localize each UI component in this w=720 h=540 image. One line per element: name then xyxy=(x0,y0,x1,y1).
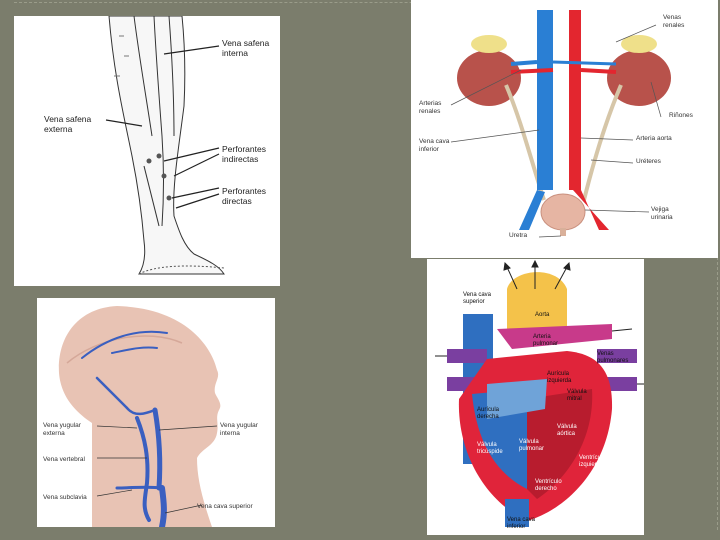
label-arteria-pulmonar: Arteria pulmonar xyxy=(533,334,559,347)
label-vena-cava-inferior: Vena cava inferior xyxy=(419,138,450,153)
label-heart-vena-cava-inferior: Vena cava inferior xyxy=(507,517,536,530)
label-vena-safena-externa: Vena safena externa xyxy=(44,114,92,134)
label-vena-yugular-interna: Vena yugular interna xyxy=(220,422,258,437)
label-auricula-derecha: Aurícula derecha xyxy=(477,407,500,420)
label-vena-yugular-externa: Vena yugular externa xyxy=(43,422,81,437)
head-silhouette xyxy=(58,306,221,527)
label-vejiga-urinaria: Vejiga urinaria xyxy=(651,206,673,221)
urinary-illustration xyxy=(450,10,671,238)
label-perforantes-directas: Perforantes directas xyxy=(222,186,266,206)
label-valvula-aortica: Válvula aórtica xyxy=(557,424,577,437)
label-aorta: Aorta xyxy=(535,312,550,318)
label-vena-vertebral: Vena vertebral xyxy=(43,456,85,463)
label-heart-vena-cava-superior: Vena cava superior xyxy=(463,292,492,305)
head-illustration xyxy=(58,306,221,527)
pulmonary-artery xyxy=(497,324,612,349)
bladder xyxy=(540,193,586,231)
label-ureteres: Uréteres xyxy=(636,158,661,165)
aorta xyxy=(507,272,567,329)
label-venas-renales: Venas renales xyxy=(663,14,685,29)
label-valvula-tricuspide: Válvula tricúspide xyxy=(477,442,503,455)
label-vena-subclavia: Vena subclavia xyxy=(43,494,87,501)
label-ventriculo-derecho: Ventrículo derecho xyxy=(535,479,562,492)
aorta-artery xyxy=(569,10,581,190)
inferior-vena-cava xyxy=(537,10,553,190)
label-venas-pulmonares: Venas pulmonares xyxy=(597,351,629,364)
label-ventriculo-izquierdo: Ventrículo izquierdo xyxy=(579,455,606,468)
label-rinones: Riñones xyxy=(669,112,693,119)
label-arteria-aorta: Arteria aorta xyxy=(636,135,672,142)
label-arterias-renales: Arterias renales xyxy=(419,100,442,115)
label-auricula-izquierda: Aurícula izquierda xyxy=(547,371,572,384)
heart-illustration xyxy=(435,259,644,527)
label-vena-cava-superior: Vena cava superior xyxy=(197,503,253,510)
right-kidney xyxy=(607,50,671,106)
label-uretra: Uretra xyxy=(509,232,528,239)
left-kidney xyxy=(457,50,521,106)
urinary-system-panel: Venas renales Arterias renales Riñones V… xyxy=(411,0,718,258)
leg-diagram-panel: Vena safena interna Vena safena externa … xyxy=(14,16,280,286)
heart-diagram-panel: Vena cava superior Aorta Arteria pulmona… xyxy=(427,259,644,535)
label-valvula-pulmonar: Válvula pulmonar xyxy=(519,439,545,452)
label-perforantes-indirectas: Perforantes indirectas xyxy=(222,144,266,164)
head-neck-veins-panel: Vena yugular externa Vena yugular intern… xyxy=(37,298,275,527)
label-valvula-mitral: Válvula mitral xyxy=(567,389,587,402)
leg-illustration xyxy=(105,16,225,275)
label-vena-safena-interna: Vena safena interna xyxy=(222,38,270,58)
slide-frame xyxy=(14,2,718,530)
inferior-vena-cava xyxy=(505,499,529,527)
